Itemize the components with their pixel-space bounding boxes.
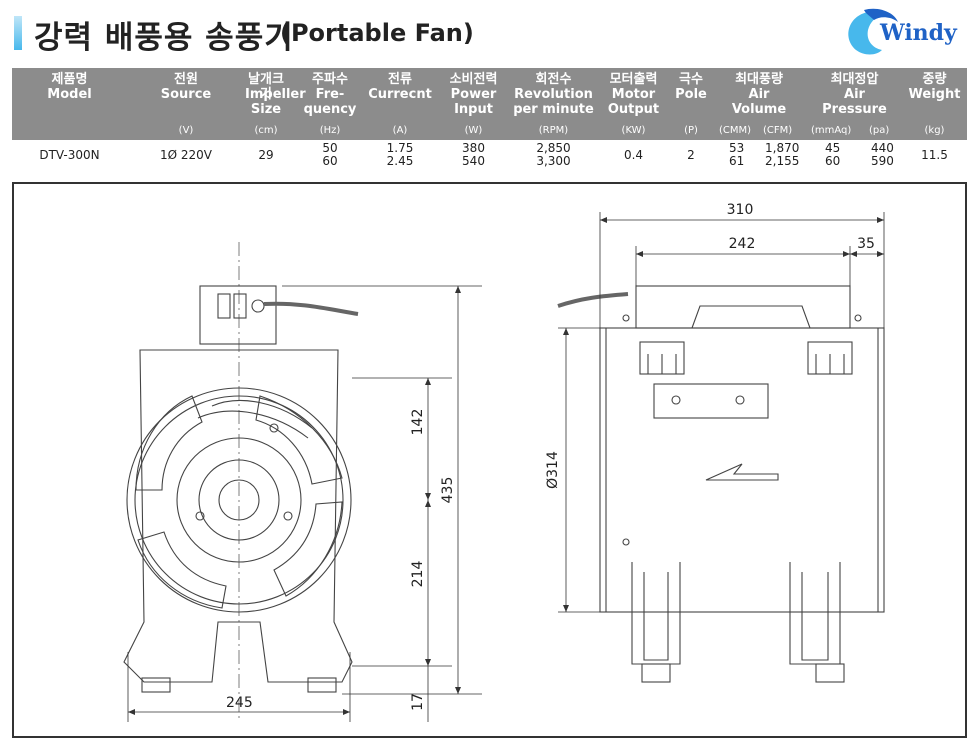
dim-base-width: 245 xyxy=(226,695,253,711)
dim-total-length: 310 xyxy=(727,202,754,218)
side-view xyxy=(557,285,885,683)
dim-upper-height: 142 xyxy=(410,409,426,436)
dim-lower-height: 214 xyxy=(410,561,426,588)
cell-motor: 0.4 xyxy=(623,148,644,162)
page-subtitle: (Portable Fan) xyxy=(280,19,474,47)
brand-name: Windy xyxy=(880,20,957,46)
cell-impeller: 29 xyxy=(258,148,274,162)
title-accent-bar xyxy=(14,16,22,50)
cell-source: 1Ø 220V xyxy=(159,148,212,162)
dim-total-height: 435 xyxy=(440,477,456,504)
technical-drawing: 245 142 214 435 17 310 242 35 Ø314 xyxy=(12,182,967,738)
dim-handle-offset: 35 xyxy=(857,236,875,252)
dim-diameter: Ø314 xyxy=(545,451,561,489)
cell-pole: 2 xyxy=(687,148,695,162)
dim-body-length: 242 xyxy=(729,236,756,252)
cell-model: DTV-300N xyxy=(39,148,100,162)
drawing-frame xyxy=(12,182,967,738)
page-title: 강력 배풍용 송풍기 xyxy=(34,20,294,56)
cell-weight: 11.5 xyxy=(921,148,948,162)
front-dimensions xyxy=(127,285,482,722)
side-dimensions xyxy=(558,212,885,613)
windy-logo-icon xyxy=(848,8,898,55)
front-view xyxy=(123,242,359,722)
dim-foot-height: 17 xyxy=(410,693,426,711)
